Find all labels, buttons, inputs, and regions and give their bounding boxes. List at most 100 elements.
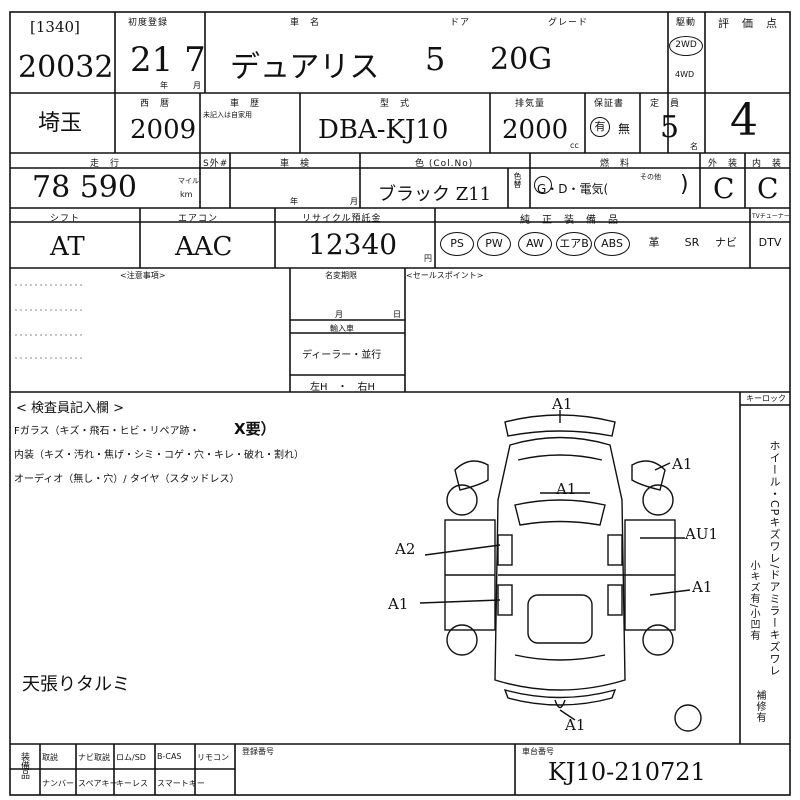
dealer-option: ディーラー・並行 <box>302 350 382 361</box>
history-label: 車 歴 <box>230 99 261 109</box>
footer-item-top-3: ロム/SD <box>116 753 146 762</box>
color-label: 色 (Col.No) <box>415 159 474 169</box>
footer-item-top-5: リモコン <box>197 753 229 762</box>
sx-label: S外# <box>203 159 229 169</box>
side-note-repair: 補修有 <box>754 690 765 723</box>
door-count: 5 <box>425 40 446 78</box>
drive-label: 駆動 <box>676 18 697 28</box>
chassis-number: KJ10-210721 <box>548 758 706 786</box>
drive-2wd: 2WD <box>669 36 703 56</box>
footer-item-bottom-4: スマートキー <box>157 779 205 788</box>
first-reg-label: 初度登録 <box>128 18 169 28</box>
inspector-title: < 検査員記入欄 > <box>16 401 125 416</box>
fuel-options: G・D・電気( <box>537 182 609 196</box>
equipment-item-3: AW <box>518 232 552 256</box>
color-tone-label: 色替 <box>513 172 522 188</box>
name-change-day: 日 <box>393 310 401 319</box>
overall-score: 4 <box>730 95 758 146</box>
grade: 20G <box>490 42 553 77</box>
yen-unit: 円 <box>424 254 432 263</box>
capacity-unit: 名 <box>690 142 698 151</box>
side-note-scratch: 小キズ有/小凹有 <box>748 560 759 642</box>
region: 埼玉 <box>38 111 83 136</box>
equipment-item-9: DTV <box>758 236 782 249</box>
interior-label: 内 装 <box>752 159 783 169</box>
western-year-label: 西 暦 <box>140 99 171 109</box>
sales-point-label: <セールスポイント> <box>406 271 484 280</box>
equipment-item-5: ABS <box>594 232 630 256</box>
ac-label: エアコン <box>178 214 219 224</box>
footer-item-top-2: ナビ取説 <box>78 753 110 762</box>
displacement-unit: cc <box>570 141 579 150</box>
equipment-item-6: 革 <box>648 236 660 249</box>
year-unit: 年 <box>160 81 168 90</box>
model-year: 2009 <box>130 115 197 145</box>
equipment-item-2: PW <box>477 232 511 256</box>
mark-fender-right: A1 <box>672 455 693 473</box>
handwritten-note: 天張りタルミ <box>22 674 130 695</box>
car-name: デュアリス <box>230 50 380 85</box>
footer-item-top-1: 取説 <box>42 753 58 762</box>
model-code: DBA-KJ10 <box>318 115 449 145</box>
mark-front: A1 <box>552 395 573 413</box>
mark-door-left-front: A2 <box>395 540 416 558</box>
door-label: ドア <box>450 18 471 28</box>
warranty-label: 保証書 <box>594 99 625 109</box>
interior-grade: C <box>757 172 779 205</box>
warranty-yes: 有 <box>590 117 610 137</box>
capacity-label: 定 員 <box>650 99 681 109</box>
footer-item-bottom-1: ナンバー <box>42 779 74 788</box>
drive-4wd: 4WD <box>675 70 695 79</box>
fuel-label: 燃 料 <box>600 159 631 169</box>
inspection-month: 月 <box>350 197 358 206</box>
mark-hood: A1 <box>556 480 577 498</box>
recycle-label: リサイクル預託金 <box>302 214 382 224</box>
displacement-label: 排気量 <box>515 99 546 109</box>
fuel-close-paren: ) <box>680 172 689 197</box>
side-note-wheel: ホイール・CPキズワレ/ドアミラーキズワレ <box>768 440 781 678</box>
equipment-item-7: SR <box>684 236 700 249</box>
mileage-label: 走 行 <box>90 159 121 169</box>
chassis-number-label: 車台番号 <box>522 747 554 756</box>
mileage-unit-km: km <box>180 190 193 199</box>
audio-tire-line: オーディオ（無し・穴）/ タイヤ（スタッドレス） <box>14 474 240 485</box>
windshield-mark: X要） <box>234 420 276 438</box>
footer-item-bottom-3: キーレス <box>116 779 148 788</box>
footer-item-bottom-2: スペアキー <box>78 779 118 788</box>
mileage-unit-mile: マイル <box>178 177 199 185</box>
caution-label: <注意事項> <box>120 271 166 280</box>
footer-item-top-4: B-CAS <box>157 752 182 761</box>
fuel-other: その他 <box>640 173 661 181</box>
windshield-line: Fガラス（キズ・飛石・ヒビ・リペア跡・ <box>14 426 200 437</box>
equipment-item-1: PS <box>440 232 474 256</box>
equipment-item-4: エアB <box>556 232 592 256</box>
mark-rear: A1 <box>565 716 586 734</box>
lot-number-bracket: [1340] <box>30 18 80 36</box>
name-change-label: 名変期限 <box>325 271 357 280</box>
mark-door-right-rear: A1 <box>692 578 713 596</box>
footer-docs-label: 装備品 <box>19 752 29 779</box>
capacity: 5 <box>660 110 680 145</box>
keylock-label: キーロック <box>746 394 786 403</box>
grade-label: グレード <box>548 18 589 28</box>
import-label: 輸入車 <box>330 324 354 333</box>
mark-door-left-rear: A1 <box>388 595 409 613</box>
displacement: 2000 <box>502 115 569 145</box>
ac: AAC <box>175 232 233 262</box>
steering-option: 左H ・ 右H <box>310 382 376 393</box>
shift: AT <box>50 232 85 262</box>
warranty-no: 無 <box>618 122 631 136</box>
car-name-label: 車 名 <box>290 18 321 28</box>
mark-door-right-front: AU1 <box>685 525 719 543</box>
month-unit: 月 <box>193 81 201 90</box>
equipment-item-8: ナビ <box>715 236 737 249</box>
model-code-label: 型 式 <box>380 99 411 109</box>
color: ブラック Z11 <box>378 184 492 205</box>
history-note: 未記入は自家用 <box>203 111 252 119</box>
tv-tuner-label: TVチューナー <box>752 213 790 220</box>
inspection-year: 年 <box>290 197 298 206</box>
shift-label: シフト <box>50 214 81 224</box>
inspection-label: 車 検 <box>280 159 311 169</box>
